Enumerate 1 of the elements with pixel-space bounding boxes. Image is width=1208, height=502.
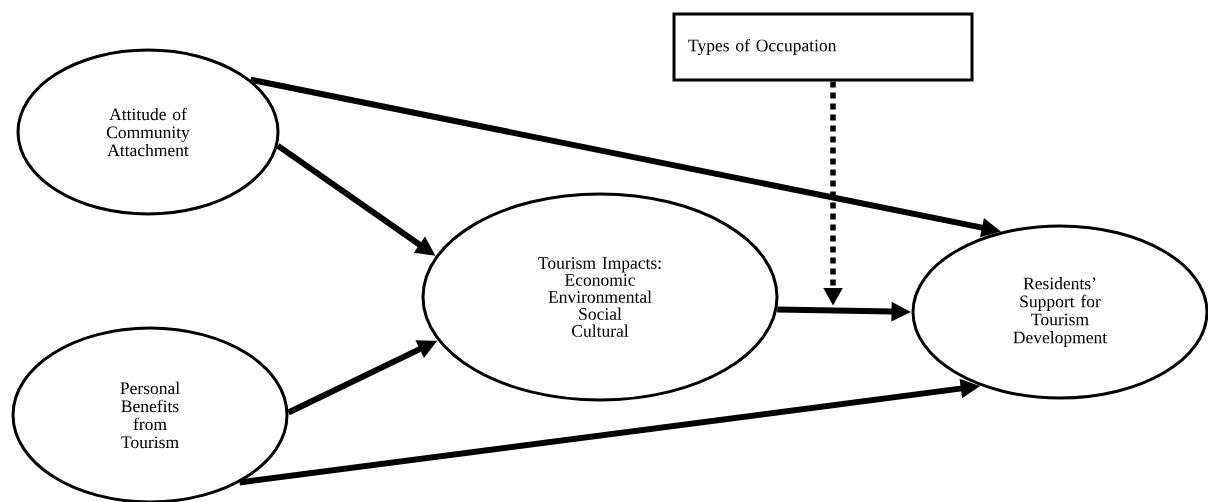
moderator-box: Types of Occupation [672,12,974,82]
